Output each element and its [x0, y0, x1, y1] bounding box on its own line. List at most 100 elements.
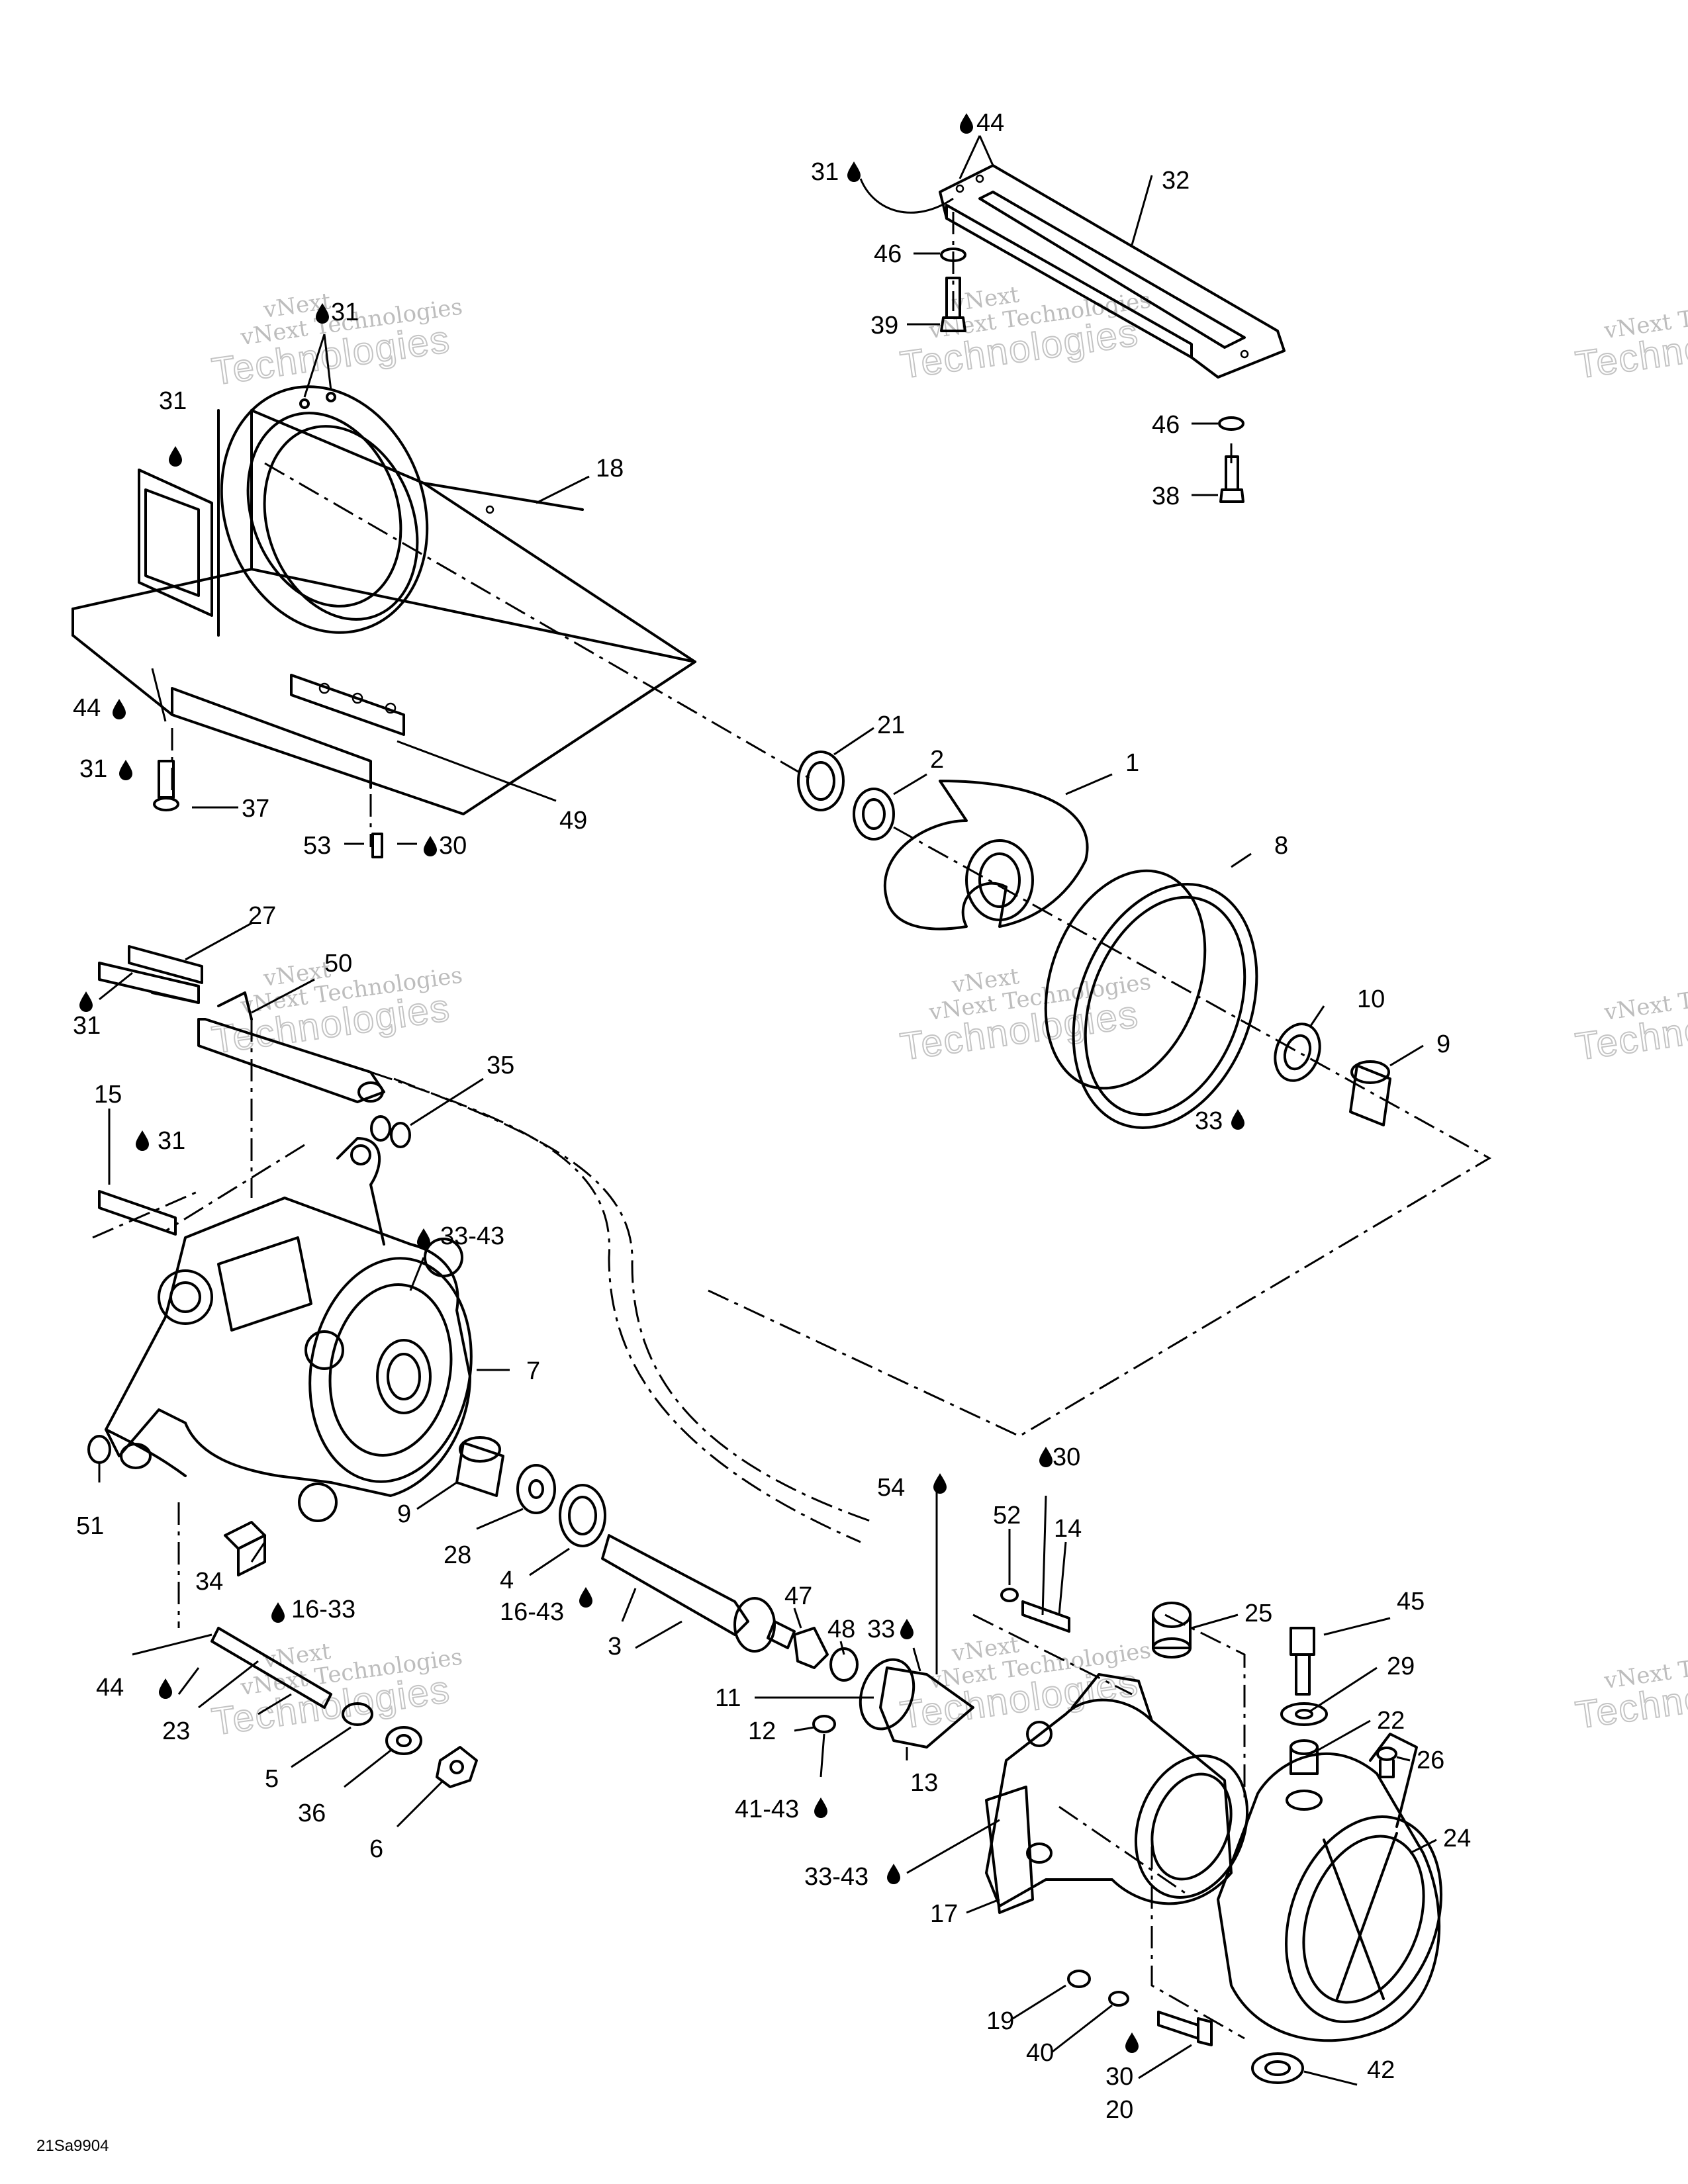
callout-47: 47 [784, 1582, 812, 1610]
callout-46: 46 [1152, 411, 1180, 439]
callout-48: 48 [827, 1615, 855, 1643]
drop-icon [1125, 2032, 1139, 2053]
part-22-bushing [1289, 1746, 1319, 1775]
callout-16-33: 16-33 [291, 1596, 355, 1623]
callout-25: 25 [1244, 1600, 1272, 1627]
part-9-bearing [1349, 1064, 1391, 1126]
callout-12: 12 [748, 1717, 776, 1745]
part-13-cone [879, 1666, 974, 1749]
part-21-seal [797, 751, 845, 811]
part-8-wear-ring [1072, 883, 1258, 1129]
part-6-nut [436, 1746, 478, 1788]
shaft-assembly [455, 1436, 796, 1653]
callout-52: 52 [993, 1502, 1021, 1529]
part-52-washer [1000, 1588, 1019, 1602]
part-7-pump-housing [87, 1137, 473, 1522]
part-4-thrust-bearing [559, 1484, 606, 1547]
callout-30: 30 [1053, 1443, 1080, 1471]
callout-16-43: 16-43 [500, 1598, 564, 1626]
callout-53: 53 [303, 832, 331, 860]
part-2-sleeve [853, 788, 895, 841]
part-12-plug [812, 1715, 836, 1733]
part-3-shaft [601, 1534, 749, 1636]
drop-symbols [79, 113, 1244, 2053]
drop-icon [271, 1602, 285, 1623]
callout-5: 5 [265, 1765, 279, 1793]
callout-4: 4 [500, 1567, 514, 1594]
callout-18: 18 [596, 455, 624, 482]
venturi-fasteners [1000, 1588, 1192, 1659]
callout-31: 31 [79, 755, 107, 783]
callout-36: 36 [298, 1799, 326, 1827]
drop-icon [933, 1473, 947, 1494]
callout-11: 11 [715, 1684, 741, 1712]
callout-19: 19 [986, 2007, 1014, 2035]
callout-44: 44 [976, 109, 1004, 137]
part-10-seal [1274, 1023, 1321, 1082]
callout-28: 28 [444, 1541, 471, 1569]
upper-left-studs [98, 945, 411, 1148]
callout-30: 30 [1105, 2063, 1133, 2091]
callout-9: 9 [1436, 1030, 1450, 1058]
drop-icon [847, 161, 861, 182]
drop-icon [79, 991, 93, 1012]
leader-lines [98, 135, 1437, 2086]
callout-30: 30 [439, 832, 467, 860]
callout-42: 42 [1367, 2056, 1395, 2084]
callout-38: 38 [1152, 482, 1180, 510]
callout-27: 27 [248, 902, 276, 930]
part-48-spacer [829, 1647, 859, 1682]
drop-icon [1039, 1447, 1053, 1467]
drop-icon [579, 1587, 592, 1608]
callout-3: 3 [608, 1633, 622, 1661]
callout-10: 10 [1357, 985, 1385, 1013]
callout-9: 9 [397, 1500, 411, 1528]
callout-54: 54 [877, 1474, 905, 1502]
drop-icon [424, 836, 437, 856]
callout-24: 24 [1443, 1825, 1471, 1852]
callout-15: 15 [94, 1081, 122, 1109]
callout-17: 17 [930, 1900, 958, 1928]
part-42-nut [1251, 2052, 1304, 2084]
part-40-washer [1108, 1991, 1129, 2007]
part-24-steering-nozzle [1217, 1733, 1442, 2042]
callout-33-43: 33-43 [440, 1222, 504, 1250]
callout-44: 44 [73, 694, 101, 722]
part-5-washer [342, 1702, 373, 1726]
callout-31: 31 [811, 158, 839, 186]
drop-icon [113, 699, 126, 719]
part-28-washer [516, 1464, 556, 1514]
part-14-screw [1021, 1600, 1070, 1633]
part-29-washer [1280, 1702, 1328, 1726]
upper-fasteners [153, 248, 1244, 858]
callout-1: 1 [1125, 749, 1139, 777]
drop-icon [417, 1228, 430, 1249]
callout-23: 23 [162, 1717, 190, 1745]
part-25-bushing [1152, 1602, 1192, 1628]
callout-34: 34 [195, 1568, 223, 1596]
drop-icon [159, 1678, 172, 1699]
callout-49: 49 [559, 807, 587, 835]
drop-icon [900, 1619, 914, 1639]
part-18-mounting-plate [71, 409, 696, 815]
drop-icon [136, 1130, 149, 1151]
callout-35: 35 [487, 1052, 514, 1079]
part-1-impeller [883, 780, 1089, 931]
callout-13: 13 [910, 1769, 938, 1797]
lower-fasteners [1067, 1970, 1304, 2084]
callout-33: 33 [867, 1615, 895, 1643]
jet-inlet-ring [220, 385, 429, 634]
callout-31: 31 [158, 1127, 185, 1155]
callout-2: 2 [930, 746, 944, 774]
callout-41-43: 41-43 [735, 1796, 799, 1823]
housing-fasteners [98, 1190, 266, 1576]
callout-numbers: 44 31 32 46 39 46 38 31 31 18 44 31 37 5… [73, 109, 1471, 2124]
drop-icon [960, 113, 973, 134]
drop-icon [814, 1797, 827, 1818]
callout-51: 51 [76, 1512, 104, 1540]
part-11-oring [859, 1658, 915, 1731]
part-23-stud [211, 1627, 332, 1709]
part-15-stud [98, 1190, 177, 1236]
part-26-ball [1376, 1747, 1397, 1761]
